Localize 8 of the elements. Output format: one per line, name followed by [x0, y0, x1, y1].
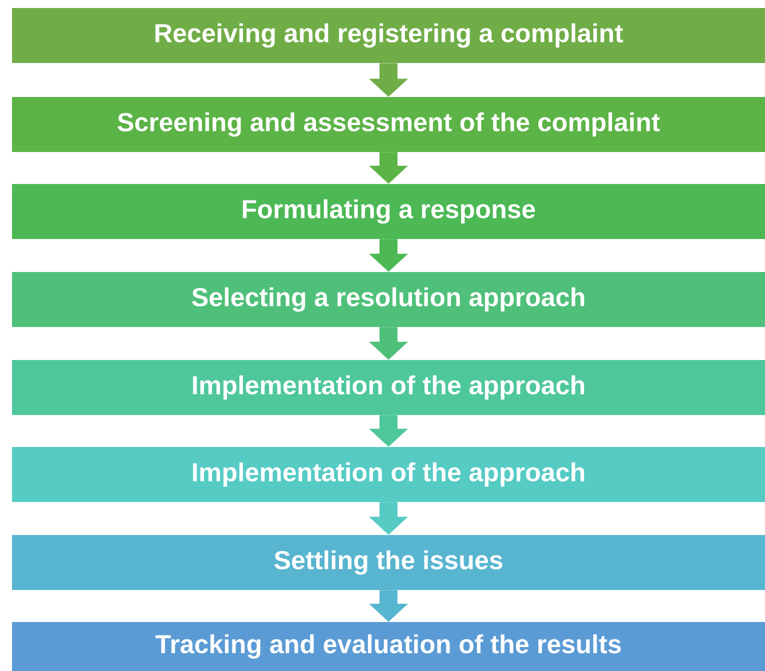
process-box: Receiving and registering a complaint [12, 8, 765, 63]
process-box: Formulating a response [12, 184, 765, 239]
process-box: Tracking and evaluation of the results [12, 622, 765, 671]
process-box: Implementation of the approach [12, 360, 765, 415]
process-box: Screening and assessment of the complaint [12, 97, 765, 152]
process-box: Implementation of the approach [12, 446, 765, 502]
process-box: Settling the issues [12, 534, 765, 590]
process-box: Selecting a resolution approach [12, 272, 765, 327]
